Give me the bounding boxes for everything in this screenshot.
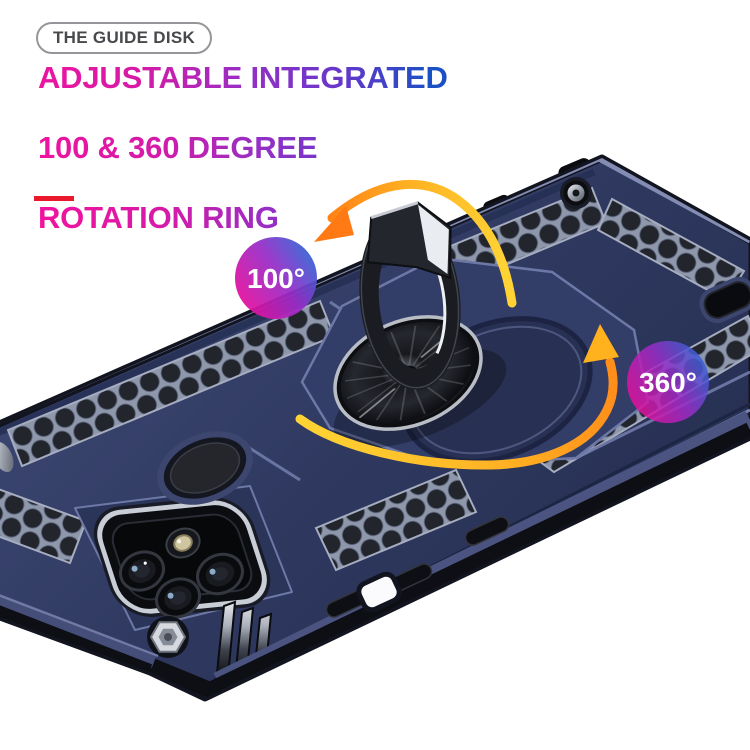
- rotation-arrow-100: [314, 180, 517, 308]
- hex-screw: [147, 616, 189, 658]
- badge-360: 360°: [627, 341, 709, 423]
- title-badge: THE GUIDE DISK: [36, 22, 213, 54]
- headline-line-2: 100 & 360 DEGREE: [38, 130, 318, 165]
- camera-lens-left: [118, 550, 166, 592]
- camera-lens-right: [196, 552, 244, 596]
- case-rails: [0, 402, 750, 698]
- badge-100: 100°: [235, 237, 317, 319]
- red-divider: [34, 196, 74, 201]
- honeycomb-strip-left: [0, 487, 88, 565]
- badge-360-label: 360°: [639, 367, 697, 398]
- camera-module: [93, 497, 271, 619]
- title-badge-label: THE GUIDE DISK: [53, 28, 196, 47]
- headline-line-1: ADJUSTABLE INTEGRATED: [38, 60, 448, 95]
- headline-line-3: ROTATION RING: [38, 200, 279, 235]
- headline: ADJUSTABLE INTEGRATED 100 & 360 DEGREE R…: [38, 60, 448, 235]
- fingerprint-sensor: [157, 431, 253, 505]
- ring-kickstand: [359, 201, 461, 390]
- honeycomb-strip-bottom-left: [314, 468, 478, 572]
- badge-100-label: 100°: [247, 263, 305, 294]
- camera-lens-bottom: [154, 577, 202, 619]
- left-side-button: [0, 441, 14, 473]
- rotation-arrow-360: [295, 324, 619, 470]
- top-port-opening: [699, 276, 750, 324]
- lanyard-eyelet: [560, 177, 592, 209]
- camera-flash: [165, 527, 201, 559]
- port-cutout: [356, 571, 402, 613]
